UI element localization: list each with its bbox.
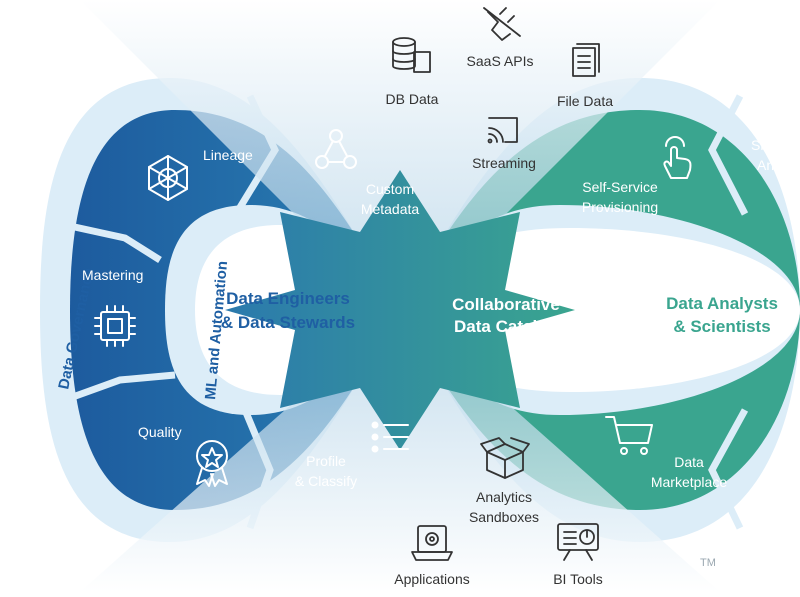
- bi-tools-label: BI Tools: [553, 571, 603, 587]
- document-icon-partial: [777, 453, 800, 485]
- boxes-icon: [480, 437, 530, 479]
- center-title-line1: Collaborative: [452, 295, 560, 314]
- graph-nodes-icon: [315, 129, 357, 169]
- share-label-2: Annot: [757, 157, 794, 173]
- right-hub-line1: Data Analysts: [666, 294, 778, 313]
- profile-label-2: & Classify: [295, 473, 357, 489]
- custom-metadata-label-1: Custom: [366, 181, 414, 197]
- analytics-sandboxes-label-2: Sandboxes: [469, 509, 539, 525]
- applications-label: Applications: [394, 571, 470, 587]
- left-hub-line2: & Data Stewards: [221, 313, 355, 332]
- trademark: TM: [700, 557, 716, 569]
- chip-icon: [94, 305, 136, 347]
- marketplace-label-1: Data: [674, 454, 704, 470]
- tap-hand-icon: [663, 136, 692, 179]
- self-service-label-1: Self-Service: [582, 179, 658, 195]
- saas-apis-label: SaaS APIs: [467, 53, 534, 69]
- documents-icon: [572, 43, 600, 77]
- right-segment-dividers: [708, 94, 749, 530]
- lineage-label: Lineage: [203, 147, 253, 163]
- laptop-gear-icon: [411, 525, 453, 561]
- shopping-cart-icon: [605, 416, 653, 455]
- sources-funnel: [80, 0, 720, 250]
- profile-label-1: Profile: [306, 453, 346, 469]
- network-sphere-icon: [148, 155, 188, 201]
- analytics-sandboxes-label-1: Analytics: [476, 489, 532, 505]
- list-icon: [371, 421, 409, 453]
- db-data-label: DB Data: [386, 91, 439, 107]
- self-service-label-2: Provisioning: [582, 199, 658, 215]
- dashboard-icon: [557, 523, 599, 561]
- file-data-label: File Data: [557, 93, 613, 109]
- unplugged-plug-icon: [483, 7, 521, 41]
- mastering-label: Mastering: [82, 267, 143, 283]
- custom-metadata-label-2: Metadata: [361, 201, 420, 217]
- cast-icon: [487, 117, 518, 144]
- quality-label: Quality: [138, 424, 182, 440]
- database-icon: [392, 37, 431, 73]
- center-star: [225, 170, 575, 450]
- award-ribbon-icon: [196, 440, 228, 487]
- left-hub-line1: Data Engineers: [226, 289, 350, 308]
- marketplace-label-2: Marketplace: [651, 474, 727, 490]
- share-label-1: Share, T: [751, 137, 800, 153]
- right-hub-line2: & Scientists: [673, 317, 770, 336]
- consumers-funnel: [80, 370, 720, 592]
- center-title-line2: Data Catalog: [454, 317, 558, 336]
- streaming-label: Streaming: [472, 155, 536, 171]
